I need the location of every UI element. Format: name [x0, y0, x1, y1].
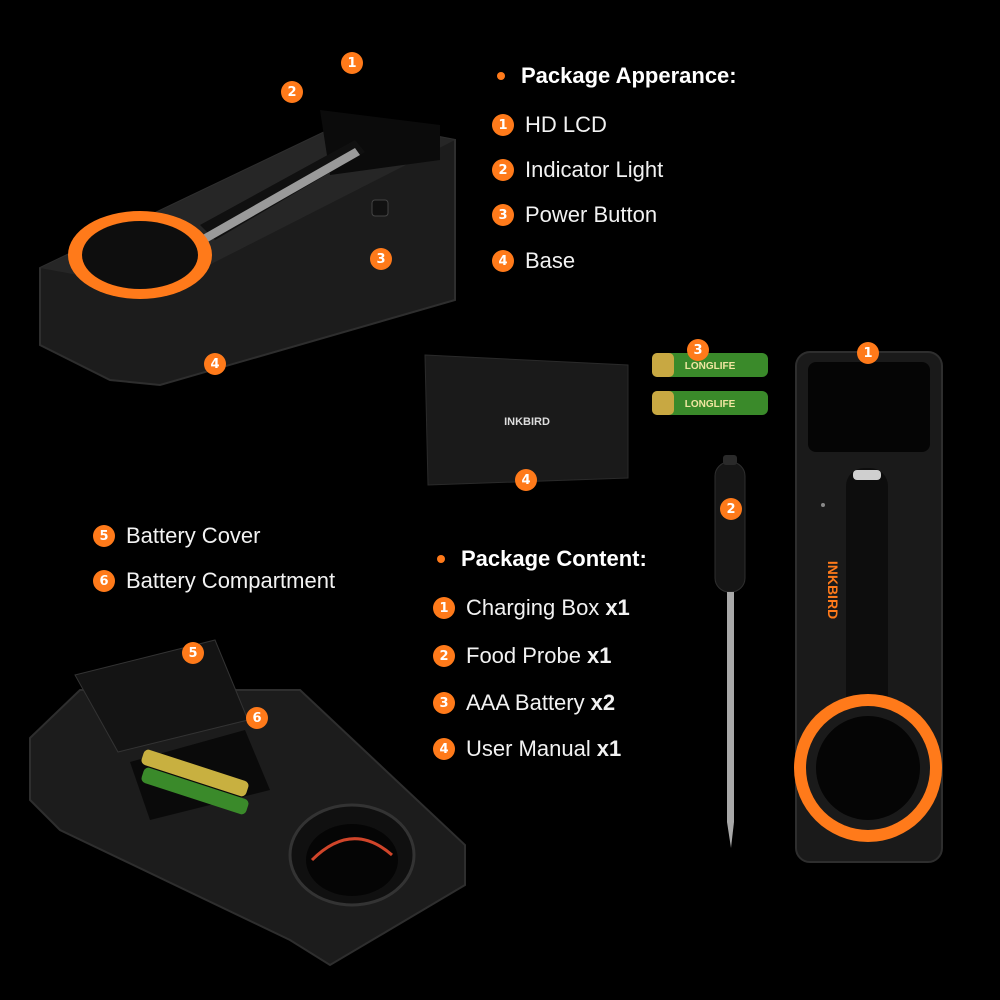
callout-badge-3: 3	[370, 248, 392, 270]
callout-charging-box: 1	[857, 342, 879, 364]
bullet-dot-icon	[497, 72, 505, 80]
svg-text:LONGLIFE: LONGLIFE	[685, 361, 736, 372]
content-item-qty: x1	[596, 736, 622, 761]
battery-item-label: Battery Cover	[126, 523, 261, 548]
number-badge: 1	[433, 597, 455, 619]
bullet-dot-icon	[437, 555, 445, 563]
battery-item-5: 5 Battery Cover	[93, 523, 261, 549]
content-item-3: 3 AAA Battery x2	[433, 690, 615, 716]
callout-user-manual: 4	[515, 469, 537, 491]
callout-badge-1: 1	[341, 52, 363, 74]
callout-badge-4: 4	[204, 353, 226, 375]
number-badge: 4	[492, 250, 514, 272]
callout-aaa-battery: 3	[687, 339, 709, 361]
number-badge: 5	[93, 525, 115, 547]
power-button-shape	[371, 199, 389, 217]
content-item-2: 2 Food Probe x1	[433, 643, 611, 669]
appearance-item-label: Base	[525, 248, 576, 273]
callout-food-probe: 2	[720, 498, 742, 520]
content-item-label: User Manual	[466, 736, 591, 761]
food-probe-illustration	[714, 455, 746, 848]
number-badge: 3	[492, 204, 514, 226]
charging-box-front-view: INKBIRD	[794, 351, 943, 863]
appearance-item-2: 2 Indicator Light	[492, 157, 663, 183]
content-item-label: Charging Box	[466, 595, 600, 620]
callout-battery-compartment: 6	[246, 707, 268, 729]
content-item-4: 4 User Manual x1	[433, 736, 621, 762]
battery-item-label: Battery Compartment	[126, 568, 336, 593]
charging-box-bottom-view	[29, 639, 466, 967]
appearance-item-label: Indicator Light	[525, 157, 664, 182]
appearance-item-label: HD LCD	[525, 112, 607, 137]
content-item-qty: x1	[586, 643, 612, 668]
svg-text:INKBIRD: INKBIRD	[504, 416, 550, 428]
lcd-screen-front	[808, 362, 930, 452]
callout-battery-cover: 5	[182, 642, 204, 664]
svg-text:INKBIRD: INKBIRD	[825, 561, 841, 619]
content-item-qty: x2	[590, 690, 616, 715]
content-item-qty: x1	[605, 595, 630, 620]
number-badge: 3	[433, 692, 455, 714]
content-title: Package Content:	[461, 546, 647, 571]
appearance-item-1: 1 HD LCD	[492, 112, 607, 138]
number-badge: 2	[492, 159, 514, 181]
charging-box-top-view	[39, 110, 456, 387]
svg-text:LONGLIFE: LONGLIFE	[685, 399, 736, 410]
appearance-item-3: 3 Power Button	[492, 202, 657, 228]
aaa-batteries-illustration: LONGLIFE LONGLIFE	[652, 353, 768, 415]
number-badge: 2	[433, 645, 455, 667]
number-badge: 4	[433, 738, 455, 760]
content-item-1: 1 Charging Box x1	[433, 595, 630, 621]
appearance-heading: Package Apperance:	[497, 63, 737, 89]
battery-item-6: 6 Battery Compartment	[93, 568, 335, 594]
appearance-item-label: Power Button	[525, 202, 658, 227]
content-item-label: AAA Battery	[466, 690, 585, 715]
callout-badge-2: 2	[281, 81, 303, 103]
appearance-title: Package Apperance:	[521, 63, 737, 88]
content-heading: Package Content:	[437, 546, 647, 572]
number-badge: 1	[492, 114, 514, 136]
user-manual-illustration: INKBIRD	[424, 354, 629, 486]
content-item-label: Food Probe	[466, 643, 581, 668]
number-badge: 6	[93, 570, 115, 592]
appearance-item-4: 4 Base	[492, 248, 575, 274]
